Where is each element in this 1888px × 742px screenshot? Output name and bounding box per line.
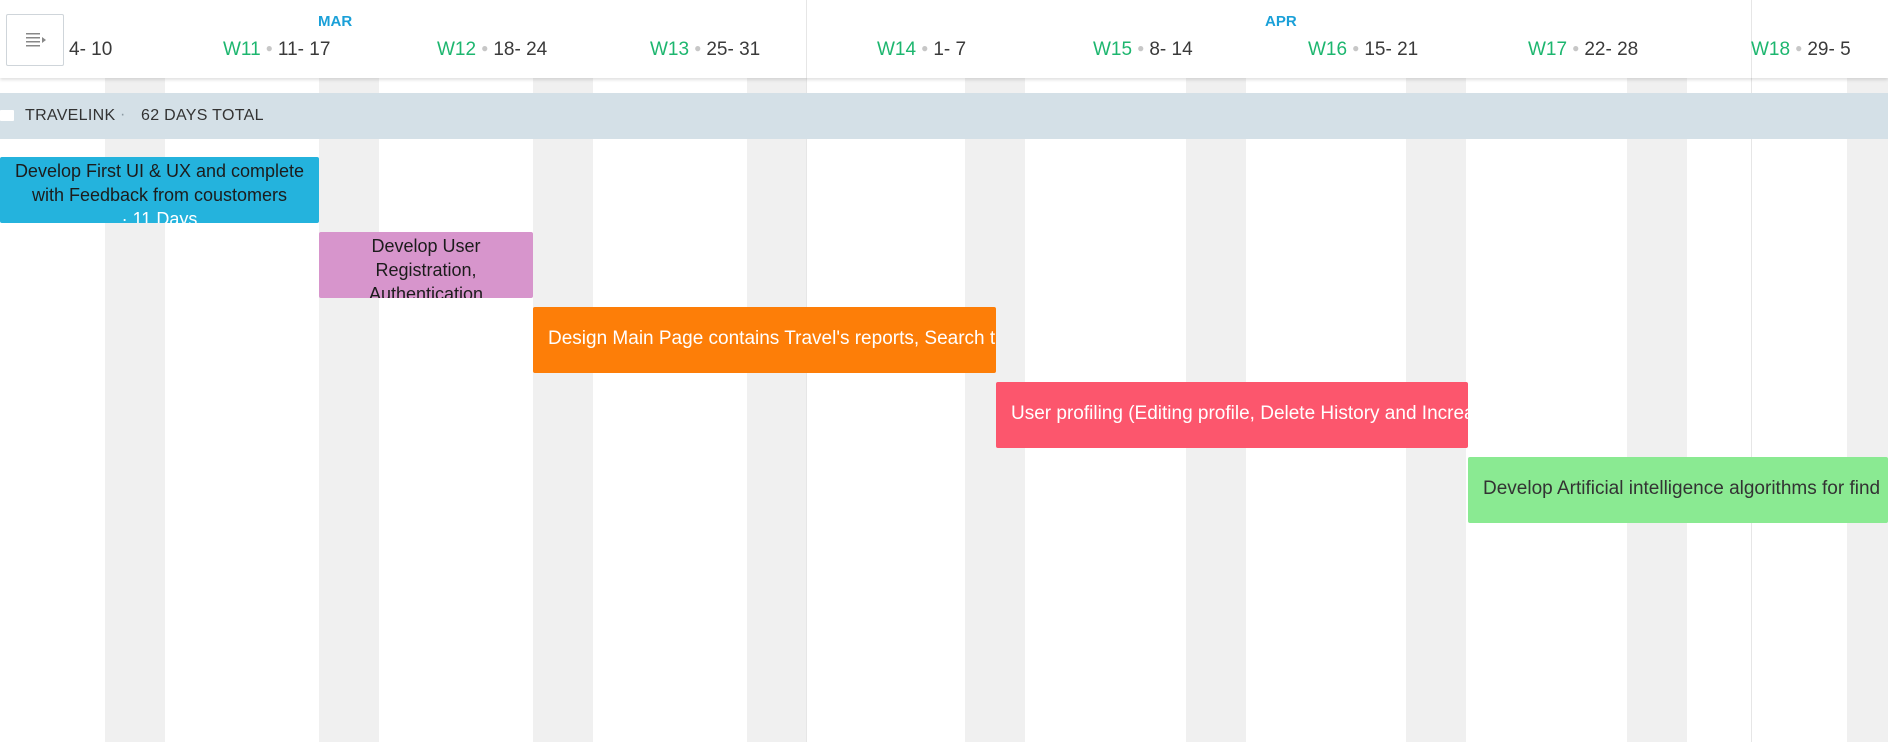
week-number: W17 (1528, 39, 1568, 60)
project-total-days: 62 DAYS TOTAL (141, 107, 264, 124)
week-label: W12 ● 18- 24 (437, 39, 547, 61)
task-label: Design Main Page contains Travel's repor… (548, 328, 996, 349)
week-label: W13 ● 25- 31 (650, 39, 760, 61)
task-label-line: Develop First UI & UX and complete (14, 161, 305, 181)
list-menu-icon (26, 33, 46, 47)
week-separator-dot: ● (1352, 41, 1360, 55)
week-separator-dot: ● (1137, 41, 1145, 55)
timeline-header: MAR APR 4- 10 W11 ● 11- 17 W12 ● 18- 24 W13 ●… (0, 0, 1888, 78)
week-range: 22- 28 (1584, 39, 1639, 60)
weekend-column (1847, 78, 1888, 742)
week-range: 29- 5 (1807, 39, 1851, 60)
weekend-column (319, 78, 379, 742)
month-label: MAR (318, 13, 353, 30)
week-label: W17 ● 22- 28 (1528, 39, 1638, 61)
week-separator-dot: ● (921, 41, 929, 55)
week-label: W15 ● 8- 14 (1093, 39, 1193, 61)
week-separator-dot: ● (694, 41, 702, 55)
task-bar[interactable]: Design Main Page contains Travel's repor… (533, 307, 996, 373)
week-number: W16 (1308, 39, 1348, 60)
task-label-line: Develop User (371, 236, 481, 256)
project-separator: · (120, 106, 126, 123)
task-bar[interactable]: Develop User Registration, Authenticatio… (319, 232, 533, 298)
task-label-line: Authentication (368, 284, 484, 298)
week-number: W12 (437, 39, 477, 60)
month-divider (1751, 0, 1752, 742)
month-label: APR (1265, 13, 1297, 30)
week-number: W18 (1751, 39, 1791, 60)
week-separator-dot: ● (481, 41, 489, 55)
weekend-column (747, 78, 807, 742)
week-separator-dot: ● (1795, 41, 1803, 55)
week-number: W15 (1093, 39, 1133, 60)
weekend-column (533, 78, 593, 742)
task-label-line: Registration, (375, 260, 477, 280)
task-label: Develop Artificial intelligence algorith… (1483, 478, 1881, 499)
task-duration: · 11 Days (121, 209, 198, 223)
week-range: 4- 10 (69, 39, 113, 60)
week-number: W11 (223, 39, 261, 60)
task-label-line: with Feedback from coustomers (31, 185, 288, 205)
week-number: W14 (877, 39, 917, 60)
week-range: 1- 7 (933, 39, 967, 60)
week-label: W18 ● 29- 5 (1751, 39, 1851, 61)
weekend-column (1627, 78, 1687, 742)
menu-toggle-button[interactable] (6, 14, 64, 66)
week-range: 11- 17 (277, 39, 331, 60)
week-range: 15- 21 (1364, 39, 1419, 60)
week-separator-dot: ● (1572, 41, 1580, 55)
month-divider (806, 0, 807, 78)
week-number: W13 (650, 39, 690, 60)
week-label: W16 ● 15- 21 (1308, 39, 1418, 61)
task-bar[interactable]: Develop First UI & UX and complete with … (0, 157, 319, 223)
week-range: 8- 14 (1149, 39, 1193, 60)
task-bar[interactable]: User profiling (Editing profile, Delete … (996, 382, 1468, 448)
project-name: TRAVELINK (25, 107, 116, 124)
project-summary-bar[interactable]: TRAVELINK · 62 DAYS TOTAL (0, 93, 1888, 139)
task-label: User profiling (Editing profile, Delete … (1011, 403, 1468, 424)
week-range: 25- 31 (706, 39, 761, 60)
week-label: 4- 10 (69, 39, 112, 61)
month-divider (1751, 0, 1752, 78)
task-bar[interactable]: Develop Artificial intelligence algorith… (1468, 457, 1888, 523)
week-range: 18- 24 (493, 39, 548, 60)
week-separator-dot: ● (265, 41, 273, 55)
week-label: W11 ● 11- 17 (223, 39, 330, 61)
week-label: W14 ● 1- 7 (877, 39, 966, 61)
folder-icon (0, 110, 14, 121)
